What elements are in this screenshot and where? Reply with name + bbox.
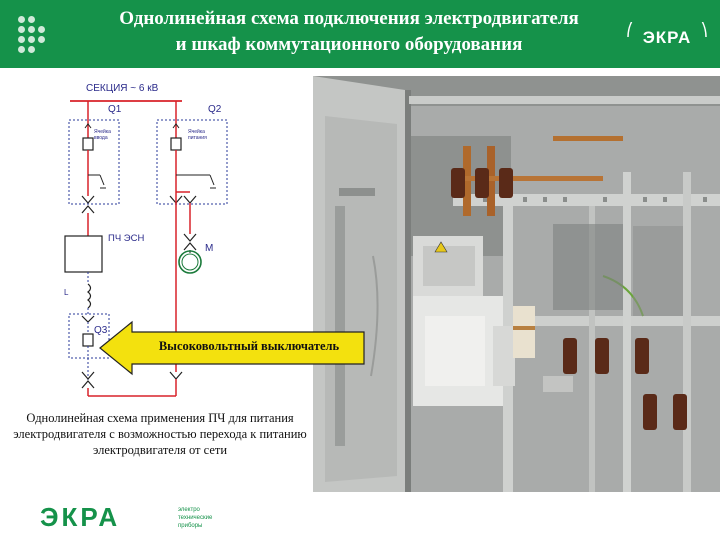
cell2-label: Ячейка питания bbox=[188, 129, 207, 141]
q1-label: Q1 bbox=[108, 104, 122, 115]
footer-tagline-2: технические bbox=[178, 515, 213, 521]
vfd-label: ПЧ ЭСН bbox=[108, 233, 145, 244]
title-line-2: и шкаф коммутационного оборудования bbox=[175, 34, 523, 55]
cell-q3-box bbox=[68, 313, 110, 359]
q3-label: Q3 bbox=[94, 325, 108, 336]
motor-icon bbox=[178, 250, 202, 274]
footer-tagline-3: приборы bbox=[178, 523, 202, 529]
cell-q2-box bbox=[156, 119, 228, 205]
breaker-q1 bbox=[82, 137, 94, 151]
cell1-label: Ячейка ввода bbox=[94, 129, 111, 141]
section-label: СЕКЦИЯ ~ 6 кВ bbox=[86, 83, 159, 94]
breaker-q3 bbox=[82, 333, 94, 347]
logo-text: ЭКРА bbox=[643, 28, 692, 47]
page-title: Однолинейная схема подключения электродв… bbox=[66, 6, 632, 58]
header-bar: Однолинейная схема подключения электродв… bbox=[0, 0, 720, 68]
switchgear-cabinet-photo bbox=[313, 76, 720, 492]
title-line-1: Однолинейная схема подключения электродв… bbox=[119, 8, 579, 29]
diagram-caption: Однолинейная схема применения ПЧ для пит… bbox=[13, 411, 307, 457]
ekra-footer-logo: ЭКРА электро технические приборы bbox=[40, 502, 213, 532]
callout-arrow bbox=[99, 320, 365, 376]
reactor-label: L bbox=[64, 288, 69, 297]
motor-label: М bbox=[205, 243, 214, 254]
q2-label: Q2 bbox=[208, 104, 222, 115]
breaker-q2 bbox=[170, 137, 182, 151]
callout-label: Высоковольтный выключатель bbox=[158, 339, 340, 353]
ekra-logo: ЭКРА bbox=[627, 22, 707, 47]
footer-logo-text: ЭКРА bbox=[40, 502, 120, 532]
footer-tagline-1: электро bbox=[178, 507, 201, 513]
dots-icon bbox=[18, 16, 56, 56]
reactor-icon bbox=[87, 283, 92, 309]
cell-q1-box bbox=[68, 119, 120, 205]
vfd-box bbox=[64, 235, 103, 273]
